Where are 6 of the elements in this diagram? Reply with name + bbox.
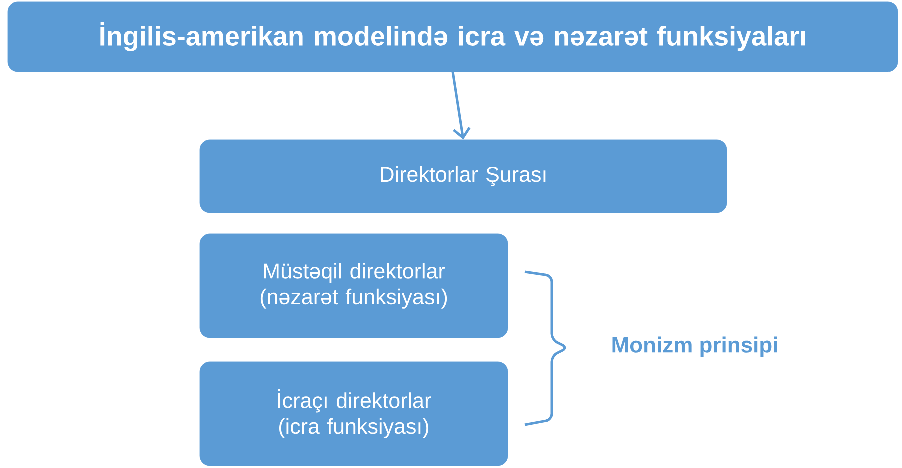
arrow <box>452 72 471 140</box>
director-box: Müstəqil direktorlar (nəzarət funksiyası) <box>200 234 508 338</box>
director-box: İcraçı direktorlar (icra funksiyası) <box>200 362 508 466</box>
bracket-label: Monizm prinsipi <box>612 336 778 358</box>
title-box: İngilis-amerikan modelində icra və nəzarət funksiyaları <box>8 2 898 72</box>
board-box: Direktorlar Şurası <box>200 140 728 214</box>
